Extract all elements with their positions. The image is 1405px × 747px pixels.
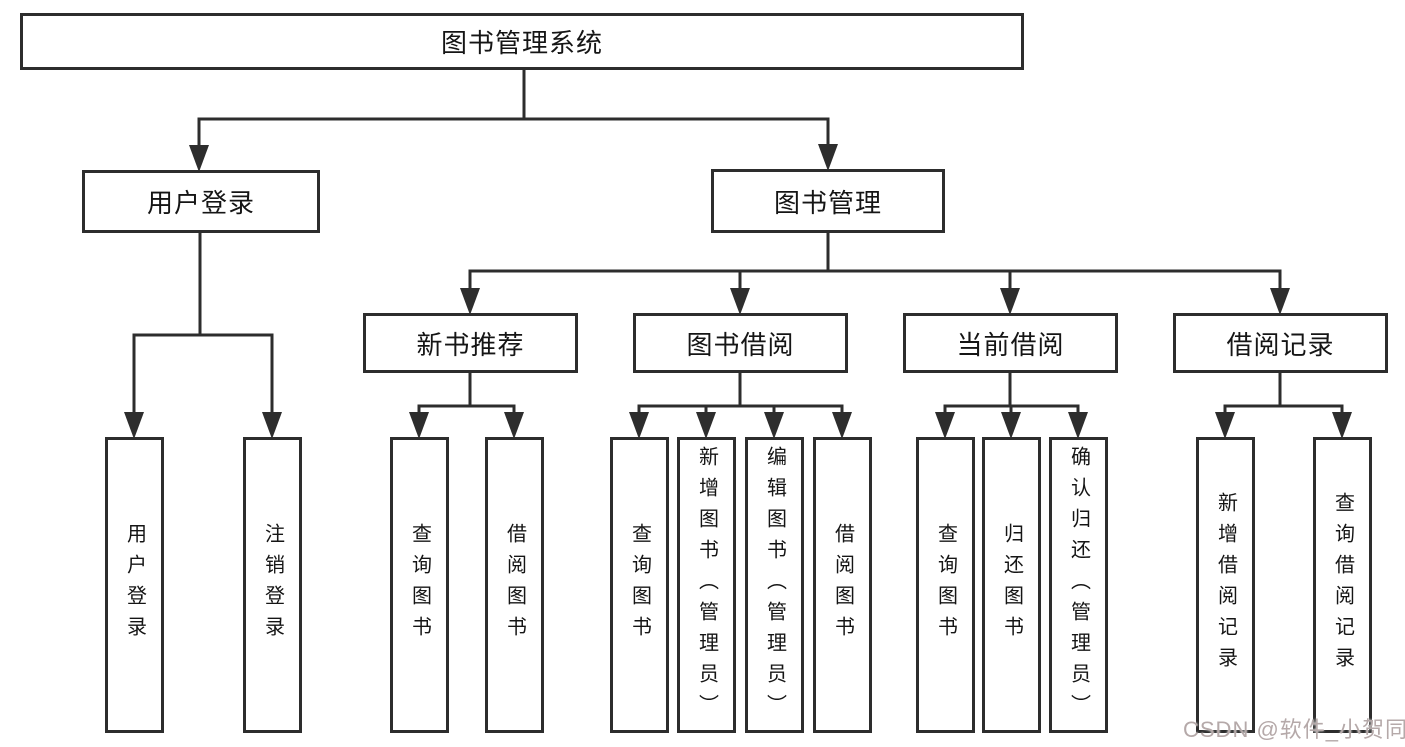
node-new-book-recommend: 新书推荐	[363, 313, 578, 373]
node-book-management: 图书管理	[711, 169, 945, 233]
node-user-login: 用户登录	[82, 170, 320, 233]
node-borrowing-records-label: 借阅记录	[1226, 329, 1335, 360]
leaf-query-borrow-record: 查询借阅记录	[1313, 437, 1372, 733]
leaf-confirm-return-admin: 确认归还（管理员）	[1049, 437, 1108, 733]
node-borrowing-records: 借阅记录	[1173, 313, 1388, 373]
leaf-edit-books-admin-label: 编辑图书（管理员）	[763, 445, 786, 725]
arrowheads	[124, 144, 1352, 439]
connector-borrow-records-children	[1223, 371, 1344, 418]
leaf-borrow-books-recommend: 借阅图书	[485, 437, 544, 733]
node-current-borrowing: 当前借阅	[903, 313, 1118, 373]
connector-book-borrow-children	[637, 371, 844, 418]
leaf-return-books: 归还图书	[982, 437, 1041, 733]
leaf-return-books-label: 归还图书	[1000, 523, 1023, 647]
leaf-logout-label: 注销登录	[261, 523, 284, 647]
leaf-query-books-borrow-label: 查询图书	[628, 523, 651, 647]
leaf-query-books-current: 查询图书	[916, 437, 975, 733]
leaf-query-books-current-label: 查询图书	[934, 523, 957, 647]
leaf-borrow-books-label: 借阅图书	[831, 523, 854, 647]
leaf-borrow-books-recommend-label: 借阅图书	[503, 523, 526, 647]
leaf-add-books-admin: 新增图书（管理员）	[677, 437, 736, 733]
watermark: CSDN @软件_小贺同学	[1183, 717, 1405, 742]
leaf-query-books-borrow: 查询图书	[610, 437, 669, 733]
connector-current-borrow-children	[943, 371, 1080, 418]
leaf-query-books-recommend: 查询图书	[390, 437, 449, 733]
connector-root-to-level1	[197, 68, 830, 150]
leaf-query-borrow-record-label: 查询借阅记录	[1331, 492, 1354, 678]
node-current-borrowing-label: 当前借阅	[956, 329, 1065, 360]
leaf-user-login: 用户登录	[105, 437, 164, 733]
leaf-logout: 注销登录	[243, 437, 302, 733]
leaf-user-login-label: 用户登录	[123, 523, 146, 647]
leaf-add-books-admin-label: 新增图书（管理员）	[695, 445, 718, 725]
connector-user-login-children	[132, 231, 274, 418]
node-root-system: 图书管理系统	[20, 13, 1024, 70]
leaf-confirm-return-admin-label: 确认归还（管理员）	[1067, 445, 1090, 725]
node-book-borrowing: 图书借阅	[633, 313, 848, 373]
node-root-system-label: 图书管理系统	[440, 28, 603, 58]
node-user-login-label: 用户登录	[146, 188, 255, 218]
connector-book-mgmt-to-level2	[468, 231, 1282, 294]
node-new-book-recommend-label: 新书推荐	[416, 329, 525, 360]
leaf-edit-books-admin: 编辑图书（管理员）	[745, 437, 804, 733]
node-book-borrowing-label: 图书借阅	[686, 329, 795, 360]
leaf-add-borrow-record-label: 新增借阅记录	[1214, 492, 1237, 678]
leaf-query-books-recommend-label: 查询图书	[408, 523, 431, 647]
leaf-borrow-books: 借阅图书	[813, 437, 872, 733]
node-book-management-label: 图书管理	[773, 187, 882, 218]
leaf-add-borrow-record: 新增借阅记录	[1196, 437, 1255, 733]
connector-new-book-children	[417, 371, 516, 418]
